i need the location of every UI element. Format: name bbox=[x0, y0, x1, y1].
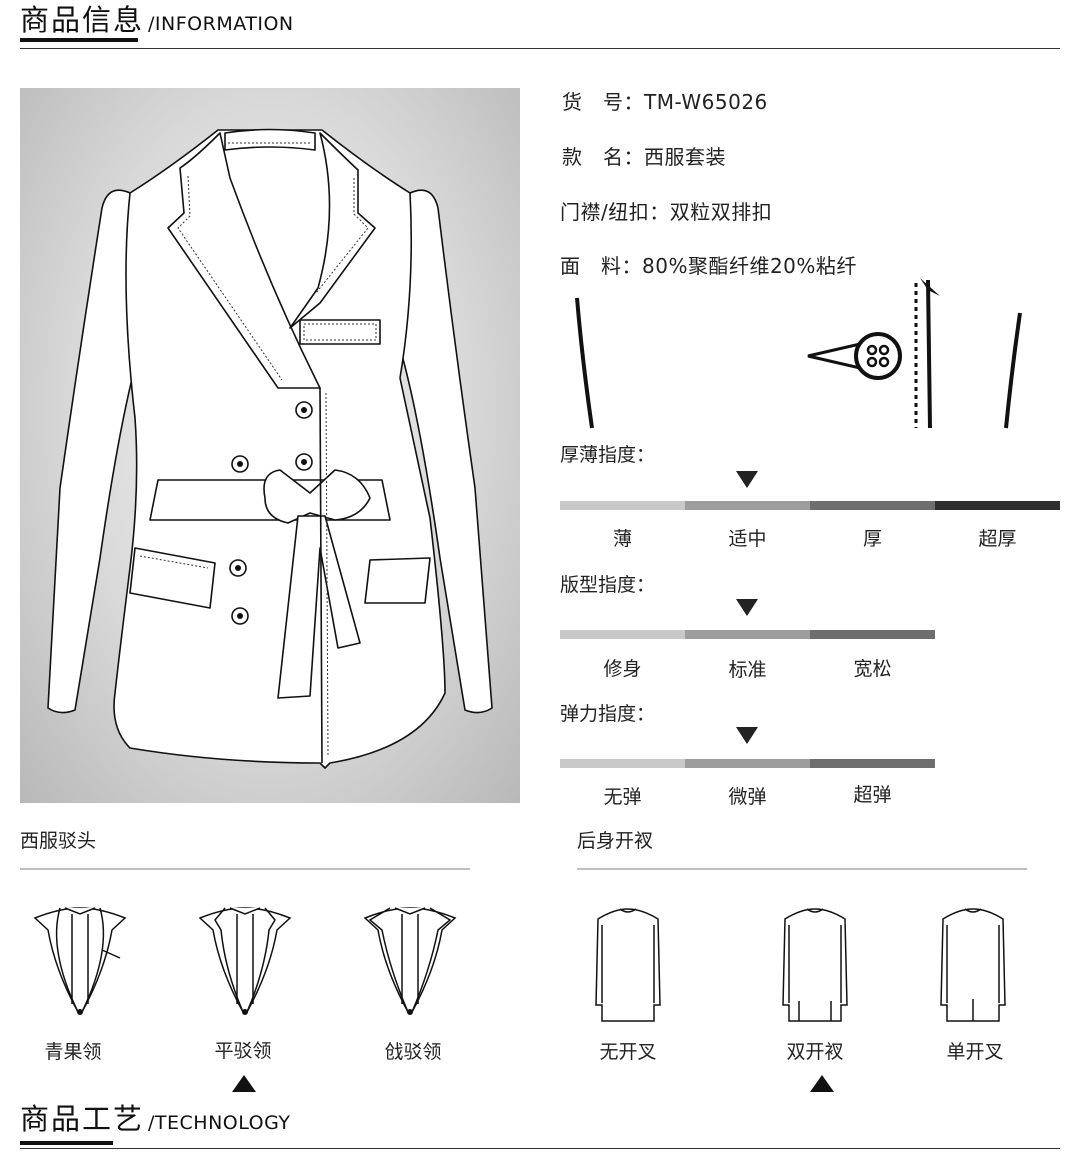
fit-label-2: 标准 bbox=[728, 659, 767, 681]
vent-label-double: 双开衩 bbox=[786, 1041, 844, 1063]
thickness-label-4: 超厚 bbox=[978, 528, 1017, 550]
double-vent-icon bbox=[782, 908, 848, 1022]
vent-label-single: 单开叉 bbox=[946, 1041, 1004, 1063]
thickness-label-1: 薄 bbox=[612, 528, 632, 550]
fabric-composition: 面 料：80%聚酯纤维20%粘纤 bbox=[560, 254, 857, 278]
info-section-title: 商品信息 /INFORMATION bbox=[20, 6, 294, 35]
jacket-sketch-icon bbox=[47, 128, 493, 769]
info-title-accent bbox=[20, 38, 138, 42]
tech-title-accent bbox=[20, 1141, 113, 1145]
fit-seg-1 bbox=[560, 630, 685, 639]
fit-seg-2 bbox=[685, 630, 810, 639]
elasticity-label-3: 超弹 bbox=[853, 784, 892, 806]
thickness-seg-3 bbox=[810, 501, 935, 510]
shawl-lapel-icon bbox=[33, 907, 127, 1015]
elasticity-bar bbox=[560, 759, 935, 768]
style-name: 款 名：西服套装 bbox=[562, 145, 726, 169]
vent-selection-arrow-icon bbox=[810, 1075, 834, 1092]
thickness-seg-2 bbox=[685, 501, 810, 510]
tech-title-cn: 商品工艺 bbox=[20, 1102, 145, 1136]
lapel-section-title: 西服驳头 bbox=[20, 830, 97, 852]
thickness-bar bbox=[560, 501, 1060, 510]
elasticity-seg-3 bbox=[810, 759, 935, 768]
jacket-image-panel bbox=[20, 88, 520, 803]
elasticity-label-1: 无弹 bbox=[603, 786, 642, 808]
peak-lapel-icon bbox=[363, 907, 457, 1015]
lapel-divider bbox=[20, 868, 470, 870]
tech-title-en: /TECHNOLOGY bbox=[148, 1112, 291, 1134]
item-number: 货 号：TM-W65026 bbox=[562, 90, 768, 114]
lapel-label-notch: 平驳领 bbox=[214, 1040, 272, 1062]
thickness-index-title: 厚薄指度： bbox=[560, 444, 656, 466]
info-title-cn: 商品信息 bbox=[20, 3, 145, 37]
tech-section-title: 商品工艺 /TECHNOLOGY bbox=[20, 1105, 291, 1134]
lapel-label-shawl: 青果领 bbox=[44, 1041, 102, 1063]
thickness-label-2: 适中 bbox=[728, 528, 767, 550]
elasticity-seg-1 bbox=[560, 759, 685, 768]
fit-index-title: 版型指度： bbox=[560, 574, 656, 596]
info-divider bbox=[20, 48, 1060, 49]
elasticity-index-title: 弹力指度： bbox=[560, 703, 656, 725]
lapel-label-peak: 戗驳领 bbox=[384, 1041, 442, 1063]
thickness-label-3: 厚 bbox=[862, 528, 882, 550]
closure-type: 门襟/纽扣：双粒双排扣 bbox=[560, 200, 773, 224]
elasticity-label-2: 微弹 bbox=[728, 786, 767, 808]
button-detail-icon bbox=[575, 278, 1022, 429]
fit-seg-3 bbox=[810, 630, 935, 639]
vent-section-title: 后身开衩 bbox=[577, 830, 654, 852]
elasticity-seg-2 bbox=[685, 759, 810, 768]
vent-divider bbox=[577, 868, 1027, 870]
thickness-selection-arrow-icon bbox=[736, 471, 758, 488]
vent-label-none: 无开叉 bbox=[599, 1041, 657, 1063]
fit-label-1: 修身 bbox=[603, 658, 642, 680]
fit-bar bbox=[560, 630, 935, 639]
fit-selection-arrow-icon bbox=[736, 599, 758, 616]
fit-label-3: 宽松 bbox=[853, 658, 892, 680]
tech-divider bbox=[20, 1148, 1060, 1149]
thickness-seg-1 bbox=[560, 501, 685, 510]
no-vent-icon bbox=[595, 908, 661, 1022]
notch-lapel-icon bbox=[198, 907, 292, 1015]
lapel-selection-arrow-icon bbox=[232, 1075, 256, 1092]
elasticity-selection-arrow-icon bbox=[736, 727, 758, 744]
info-title-en: /INFORMATION bbox=[148, 13, 294, 35]
thickness-seg-4 bbox=[935, 501, 1060, 510]
single-vent-icon bbox=[940, 908, 1006, 1022]
